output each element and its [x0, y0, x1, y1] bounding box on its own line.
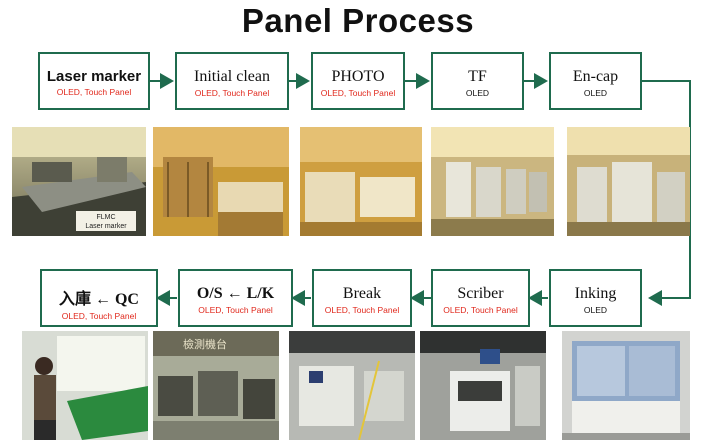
photo-inking: [562, 331, 690, 440]
step-label: Scriber: [457, 285, 504, 302]
step-sub: OLED: [583, 88, 608, 98]
step-sub: OLED, Touch Panel: [198, 305, 273, 315]
photo-photo: [300, 127, 422, 236]
step-initial-clean: Initial clean OLED, Touch Panel: [175, 52, 289, 110]
photo-tf: [431, 127, 554, 236]
step-label: Inking: [574, 285, 617, 302]
step-label: PHOTO: [331, 68, 385, 85]
arrow-5-inking: [642, 80, 691, 306]
step-sub: OLED, Touch Panel: [443, 305, 518, 315]
photo-plate-text: Laser marker: [85, 223, 127, 230]
step-sub: OLED: [465, 88, 490, 98]
step-sub: OLED: [583, 305, 608, 315]
photo-initial-clean: [153, 127, 289, 236]
step-sub: OLED, Touch Panel: [61, 311, 137, 321]
step-en-cap: En-cap OLED: [549, 52, 642, 110]
photo-scriber: [420, 331, 546, 440]
photo-sign-text: FLMC: [96, 214, 115, 221]
step-photo: PHOTO OLED, Touch Panel: [311, 52, 405, 110]
step-qc: 入庫 ← QC OLED, Touch Panel: [40, 269, 158, 327]
step-inking: Inking OLED: [549, 269, 642, 327]
photo-break: [289, 331, 415, 440]
photo-laser-marker: FLMC Laser marker: [12, 127, 146, 236]
step-label: En-cap: [572, 68, 619, 85]
photo-inspection: 檢測機台: [153, 331, 279, 440]
step-label: Laser marker: [46, 68, 142, 85]
page-title: Panel Process: [241, 2, 475, 39]
step-sub: OLED, Touch Panel: [320, 88, 396, 98]
step-sub: OLED, Touch Panel: [324, 305, 400, 315]
step-tf: TF OLED: [431, 52, 524, 110]
step-label: TF: [468, 68, 487, 85]
step-label: O/S ← L/K: [196, 285, 275, 302]
step-label: Initial clean: [194, 68, 270, 85]
step-label: Break: [342, 285, 382, 302]
photo-qc: [22, 331, 148, 440]
step-sub: OLED, Touch Panel: [194, 88, 270, 98]
step-laser-marker: Laser marker OLED, Touch Panel: [38, 52, 150, 110]
step-label: 入庫 ← QC: [58, 291, 139, 308]
step-scriber: Scriber OLED, Touch Panel: [431, 269, 530, 327]
step-sub: OLED, Touch Panel: [56, 87, 132, 97]
photo-en-cap: [567, 127, 690, 236]
photo-inspection-sign: 檢測機台: [183, 337, 227, 351]
step-os-lk: O/S ← L/K OLED, Touch Panel: [178, 269, 293, 327]
step-break: Break OLED, Touch Panel: [312, 269, 412, 327]
